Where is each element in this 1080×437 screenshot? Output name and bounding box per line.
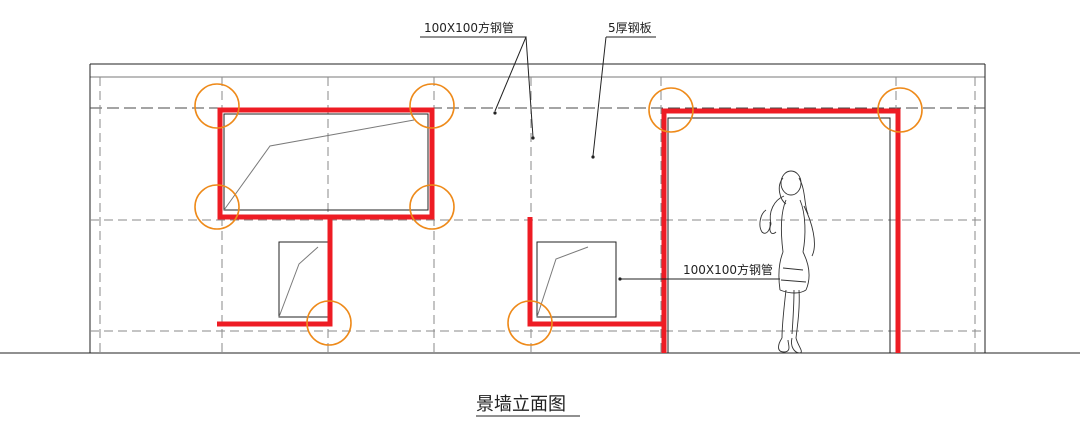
frame-left-window [217,107,435,220]
person-figure [759,170,815,354]
label-steel-tube-top: 100X100方钢管 [424,20,514,35]
frame-right-door [661,108,901,353]
frame-left-leg [217,217,333,327]
joint-circles [194,83,923,346]
middle-small-panel [536,241,617,318]
label-steel-plate: 5厚钢板 [608,21,652,35]
right-door-panel [667,117,891,353]
leader-lines [420,36,780,280]
label-steel-tube-middle: 100X100方钢管 [683,262,773,277]
left-window-panel [223,113,429,211]
leader-dots [493,111,622,281]
left-small-panel [278,241,332,318]
wall-outline [89,63,986,353]
frame-middle-l [527,217,663,327]
drawing-title: 景墙立面图 [476,394,566,415]
steel-frames [217,107,901,353]
